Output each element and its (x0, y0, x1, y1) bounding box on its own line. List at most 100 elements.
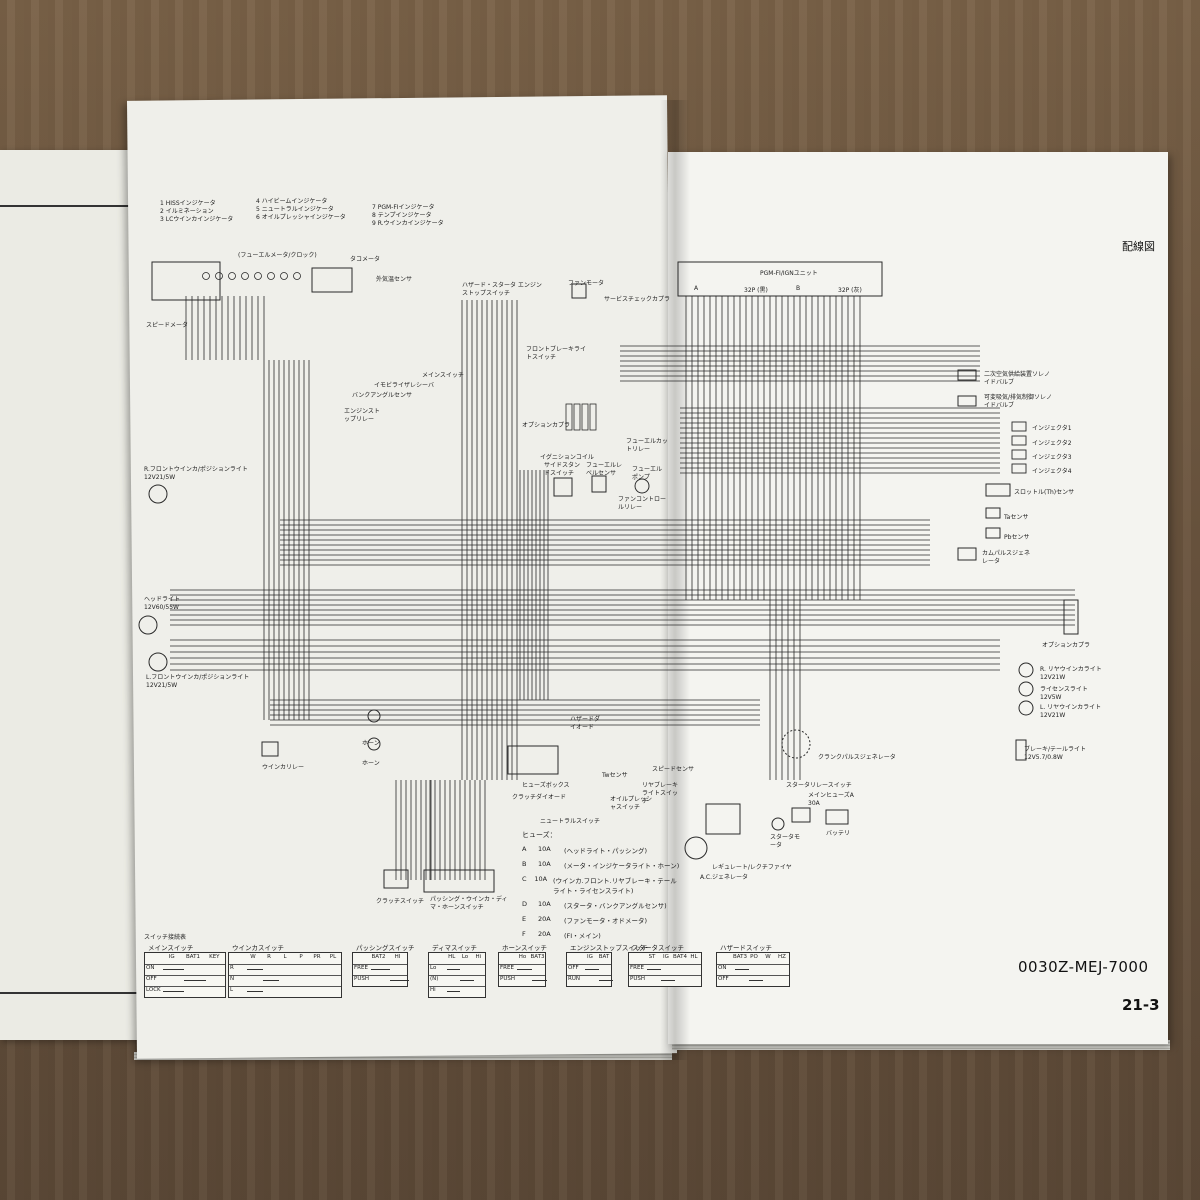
switch-table-header: L (283, 954, 287, 960)
switch-table-row-label: N (230, 976, 235, 982)
switch-table-rule (717, 975, 789, 976)
switch-table-row-label: PUSH (354, 976, 369, 982)
fuse-desc: (メータ・インジケータライト・ホーン) (564, 862, 680, 870)
fuse-id: D (522, 900, 528, 908)
underlying-page-rule (0, 992, 150, 994)
switch-table-header: ST (648, 954, 656, 960)
switch-table-row-label: OFF (718, 976, 729, 982)
handlebar-switch-label: パッシング・ウインカ・ディマ・ホーンスイッチ (430, 896, 508, 911)
switch-table-rule (567, 964, 611, 965)
horn-label: ホーン (362, 740, 380, 747)
cam-pulse-generator-symbol (957, 547, 977, 561)
switch-table-rule (145, 986, 225, 987)
switch-table-header: P (299, 954, 303, 960)
fuse-id: E (522, 915, 527, 923)
fan-motor-symbol (571, 283, 587, 299)
fuel-level-sensor-symbol (591, 475, 607, 493)
switch-table-header: Ho (518, 954, 527, 960)
switch-table-rule (353, 975, 407, 976)
switch-table-rule (229, 964, 341, 965)
switch-table-rule (717, 964, 789, 965)
fuse-id: A (522, 845, 527, 853)
switch-table-header: HL (448, 954, 456, 960)
fuse-desc: (ファンモータ・オドメータ) (564, 917, 648, 925)
side-stand-switch-symbol (553, 477, 573, 497)
license-light-label: ライセンスライト 12V5W (1040, 686, 1088, 701)
switch-table-title: ウインカスイッチ (232, 944, 284, 952)
battery-symbol (825, 809, 849, 825)
ignition-coil-symbol (573, 403, 581, 431)
rear-light-bulb (1018, 662, 1034, 678)
cam-pulse-generator-label: カムパルスジェネレータ (982, 550, 1031, 565)
switch-table-row-label: PUSH (500, 976, 515, 982)
fuel-cut-relay-label: フューエルカットリレー (626, 438, 668, 453)
switch-table-title: スタータスイッチ (632, 944, 684, 952)
switch-table-header: PO (750, 954, 758, 960)
secondary-air-solenoid-label: 二次空気供給装置ソレノイドバルブ (984, 371, 1051, 386)
secondary-air-solenoid-symbol (957, 369, 977, 381)
switch-table-row-label: FREE (630, 965, 644, 971)
fuse-desc: (スタータ・バンクアングルセンサ) (564, 902, 667, 910)
l-rear-winker-label: L. リヤウインカライト 12V21W (1040, 704, 1102, 719)
switch-table-title: ハザードスイッチ (720, 944, 772, 952)
switch-table-header: BAT (598, 954, 610, 960)
injector-2-label: インジェクタ2 (1032, 440, 1072, 447)
page-number: 21-3 (1122, 996, 1160, 1014)
indicator-bulb (241, 272, 249, 280)
fuel-level-sensor-label: フューエルレベルセンサ (586, 462, 623, 477)
switch-table-header: W (765, 954, 771, 960)
switch-table-header: IG (663, 954, 669, 960)
switch-connection (263, 980, 279, 987)
switch-table-legend: スイッチ接続表 (144, 934, 187, 941)
switch-connection (247, 969, 263, 976)
switch-table-row-label: LOCK (146, 987, 161, 993)
main-switch-label: メインスイッチ (422, 372, 464, 379)
injector-symbol (1011, 463, 1027, 474)
r-front-winker-bulb (148, 484, 168, 504)
crank-pulse-generator-symbol (781, 729, 811, 759)
horn-symbol (367, 709, 381, 723)
fuel-meter-label: (フューエルメータ/クロック) (238, 252, 317, 259)
switch-connection (749, 980, 763, 987)
r-front-winker-label: R.フロントウインカ/ポジションライト 12V21/5W (144, 466, 248, 481)
switch-table-rule (145, 975, 225, 976)
switch-table-rule (429, 975, 485, 976)
switch-table-rule (229, 986, 341, 987)
neutral-switch-label: ニュートラルスイッチ (540, 818, 601, 825)
fuse-id: B (522, 860, 527, 868)
switch-connection (532, 980, 547, 987)
outside-temp-sensor-label: 外気温センサ (376, 276, 413, 283)
clutch-switch-label: クラッチスイッチ (376, 898, 425, 905)
fuse-amp: 10A (538, 845, 551, 853)
right-page-stack (672, 1040, 1170, 1050)
switch-table-row-label: (N) (430, 976, 439, 982)
injector-3-label: インジェクタ3 (1032, 454, 1072, 461)
hazard-starter-switch-label: ハザード・スタータ エンジンストップスイッチ (462, 282, 542, 297)
switch-table-rule (429, 986, 485, 987)
document-code: 0030Z-MEJ-7000 (1018, 958, 1149, 976)
injector-4-label: インジェクタ4 (1032, 468, 1072, 475)
immobilizer-receiver-label: イモビライザレシーバ (374, 382, 434, 389)
switch-table-rule (145, 964, 225, 965)
right-page (668, 152, 1168, 1044)
ignition-coil-symbol (589, 403, 597, 431)
switch-table-header: PR (313, 954, 321, 960)
service-check-coupler-label: サービスチェックカプラ (604, 296, 671, 303)
switch-table-rule (229, 975, 341, 976)
ac-generator-label: A.C.ジェネレータ (700, 874, 749, 881)
indicator-label: 9 R.ウインカインジケータ (372, 220, 444, 227)
switch-table-header: BAT1 (186, 954, 200, 960)
fan-motor-label: ファンモータ (568, 280, 605, 287)
indicator-label: 7 PGM-FIインジケータ (372, 204, 435, 211)
ecu-label: PGM-FI/IGNユニット (760, 270, 818, 277)
indicator-bulb (293, 272, 301, 280)
speed-sensor-label: スピードセンサ (652, 766, 695, 773)
option-coupler-label: オプションカプラ (522, 422, 571, 429)
